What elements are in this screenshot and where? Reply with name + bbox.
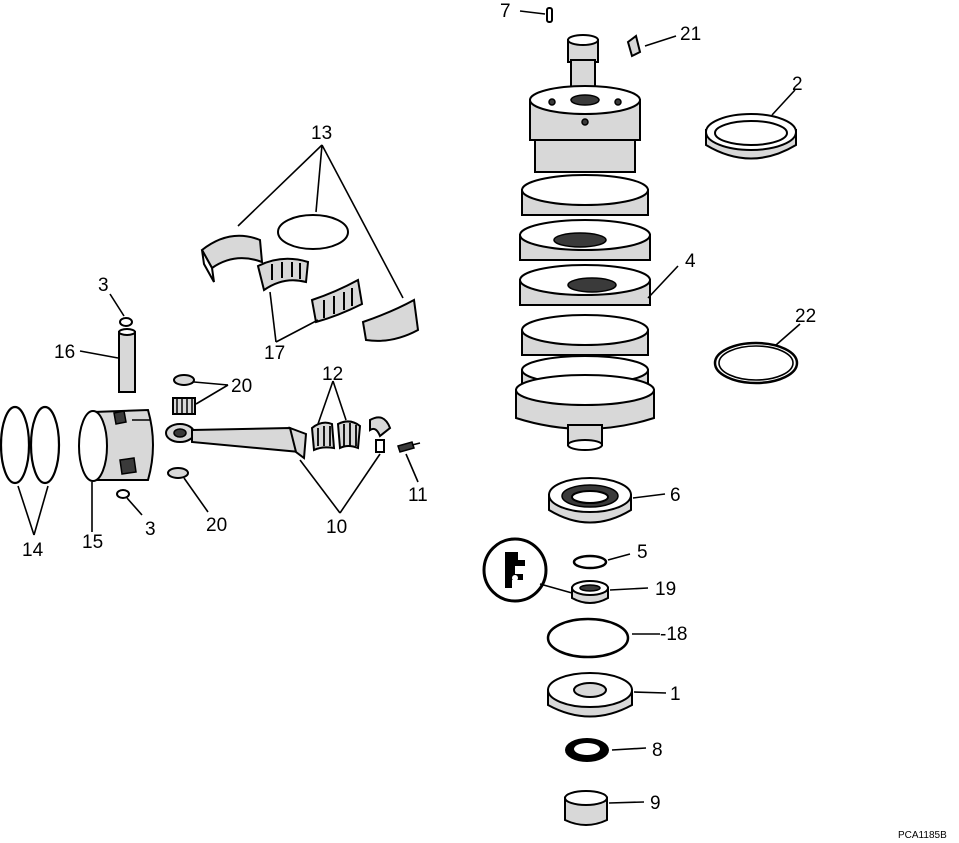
- callout-5: 5: [637, 542, 648, 563]
- callout-8: 8: [652, 740, 663, 761]
- part-6-bearing: [548, 477, 632, 524]
- callout-12: 12: [322, 364, 343, 385]
- part-19-bushing: [571, 580, 609, 604]
- part-13-bearing-set: [200, 214, 420, 342]
- callout-17: 17: [264, 343, 285, 364]
- callout-3-bottom: 3: [145, 519, 156, 540]
- callout-18: -18: [660, 624, 687, 645]
- part-21-key: [626, 34, 642, 58]
- callout-16: 16: [54, 342, 75, 363]
- callout-3-top: 3: [98, 275, 109, 296]
- part-3-clip-bottom: [116, 489, 130, 499]
- callout-15: 15: [82, 532, 103, 553]
- part-7-pin: [546, 7, 553, 23]
- callout-22: 22: [795, 306, 816, 327]
- part-22-oring: [713, 341, 799, 385]
- part-1-housing: [547, 672, 633, 718]
- part-2-seal: [705, 113, 797, 160]
- callout-14: 14: [22, 540, 44, 561]
- part-12-rod-bearings: [310, 420, 362, 452]
- callout-6: 6: [670, 485, 681, 506]
- callout-2: 2: [792, 74, 803, 95]
- part-8-seal: [565, 738, 609, 762]
- callout-9: 9: [650, 793, 661, 814]
- part-3-clip-top: [119, 317, 133, 327]
- part-14-piston-rings: [0, 405, 61, 485]
- leader-lines: [17, 10, 801, 804]
- part-20-washer-bottom: [167, 467, 189, 479]
- part-15-piston: [78, 408, 154, 482]
- figure-code: PCA1185B: [898, 830, 947, 841]
- callout-1: 1: [670, 684, 681, 705]
- callout-20-bottom: 20: [206, 515, 227, 536]
- part-20-needle-bearing: [172, 397, 196, 415]
- part-9-sleeve: [564, 790, 608, 826]
- callout-labels: 7 21 2 13 4 3 22 17 16 12 20 11 6 20 10 …: [22, 1, 947, 841]
- callout-19: 19: [655, 579, 676, 600]
- callout-4: 4: [685, 251, 696, 272]
- connecting-rod: [165, 423, 308, 460]
- callout-21: 21: [680, 24, 701, 45]
- part-5-ring: [572, 554, 608, 570]
- part-18-oring: [546, 617, 630, 659]
- callout-10: 10: [326, 517, 347, 538]
- part-10-rod-cap: [369, 416, 392, 453]
- part-20-washer-top: [173, 374, 195, 386]
- callout-20-top: 20: [231, 376, 252, 397]
- callout-11: 11: [408, 485, 428, 506]
- tool-symbol-icon: [482, 537, 573, 603]
- crankshaft: [515, 34, 655, 451]
- part-16-piston-pin: [118, 328, 136, 393]
- callout-13: 13: [311, 123, 332, 144]
- part-11-bolt: [397, 441, 421, 453]
- part-17-needle-bearings: [256, 257, 364, 324]
- callout-7: 7: [500, 1, 511, 22]
